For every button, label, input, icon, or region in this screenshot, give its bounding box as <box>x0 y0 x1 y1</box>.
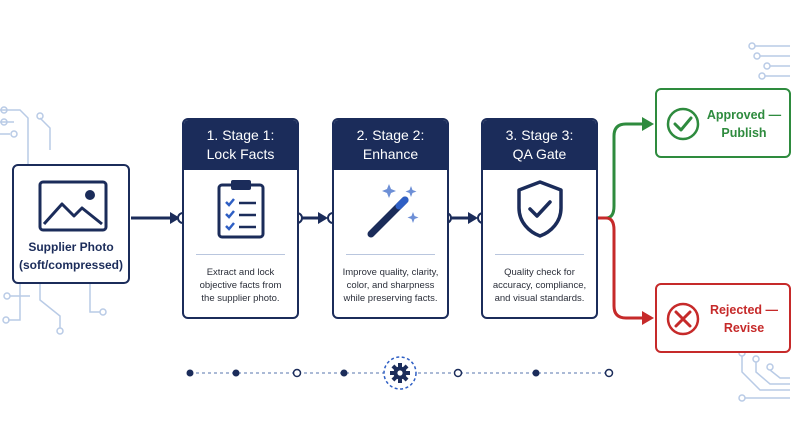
source-label: Supplier Photo (soft/compressed) <box>14 238 128 274</box>
stage-3-header: 3. Stage 3: QA Gate <box>483 120 596 170</box>
stage-title-line: 2. Stage 2: <box>356 127 425 143</box>
hub-node <box>382 355 418 396</box>
approved-label: Approved — Publish <box>703 106 785 142</box>
stage-desc-line: while preserving facts. <box>343 293 438 304</box>
stage-desc-line: Quality check for <box>504 267 575 278</box>
outcome-label-line: Publish <box>721 126 767 140</box>
stage-2-description: Improve quality, clarity, color, and sha… <box>338 266 443 305</box>
stage-2-header: 2. Stage 2: Enhance <box>334 120 447 170</box>
track-dot <box>453 368 463 378</box>
stage-title-line: Enhance <box>362 146 419 162</box>
stage-1-header: 1. Stage 1: Lock Facts <box>184 120 297 170</box>
outcome-label-line: Revise <box>723 321 765 335</box>
track-dot <box>340 369 348 377</box>
track-dot <box>232 369 240 377</box>
magic-wand-icon <box>367 184 418 238</box>
source-label-line: Supplier Photo <box>28 240 114 254</box>
source-box: Supplier Photo (soft/compressed) <box>12 164 130 284</box>
stage-1-description: Extract and lock objective facts from th… <box>188 266 293 305</box>
stage-divider <box>495 254 584 255</box>
track-dot <box>604 368 614 378</box>
track-dot <box>186 369 194 377</box>
stage-title-line: 1. Stage 1: <box>206 127 275 143</box>
check-circle-icon <box>666 107 700 141</box>
clipboard-checklist-icon <box>217 180 264 239</box>
stage-3-card: 3. Stage 3: QA Gate Quality check for ac… <box>481 118 598 319</box>
stage-desc-line: Improve quality, clarity, <box>342 267 439 278</box>
shield-check-icon <box>516 180 563 238</box>
stage-title-line: Lock Facts <box>206 146 275 162</box>
stage-1-card: 1. Stage 1: Lock Facts Extract and lock … <box>182 118 299 319</box>
stage-2-card: 2. Stage 2: Enhance Improve quality, cla… <box>332 118 449 319</box>
track-dot <box>292 368 302 378</box>
arrow-source-to-stage1 <box>131 212 189 224</box>
stage-desc-line: accuracy, compliance, <box>492 280 587 291</box>
outcome-label-line: Rejected — <box>709 303 779 317</box>
x-circle-icon <box>666 302 700 336</box>
stage-divider <box>346 254 435 255</box>
stage-3-description: Quality check for accuracy, compliance, … <box>487 266 592 305</box>
approved-box: Approved — Publish <box>655 88 791 158</box>
arrow-to-rejected <box>594 216 654 325</box>
stage-title-line: QA Gate <box>512 146 567 162</box>
circuit-traces-right <box>738 42 790 402</box>
image-icon <box>38 180 108 232</box>
circuit-traces-left <box>0 106 107 335</box>
gear-icon <box>383 356 417 390</box>
track-dot <box>532 369 540 377</box>
stage-desc-line: objective facts from <box>199 280 282 291</box>
stage-divider <box>196 254 285 255</box>
rejected-box: Rejected — Revise <box>655 283 791 353</box>
stage-desc-line: the supplier photo. <box>201 293 280 304</box>
stage-title-line: 3. Stage 3: <box>505 127 574 143</box>
rejected-label: Rejected — Revise <box>703 301 785 337</box>
stage-desc-line: and visual standards. <box>494 293 585 304</box>
stage-desc-line: color, and sharpness <box>346 280 435 291</box>
arrow-to-approved <box>594 117 654 220</box>
stage-desc-line: Extract and lock <box>206 267 275 278</box>
source-label-line: (soft/compressed) <box>18 258 124 272</box>
outcome-label-line: Approved — <box>706 108 782 122</box>
